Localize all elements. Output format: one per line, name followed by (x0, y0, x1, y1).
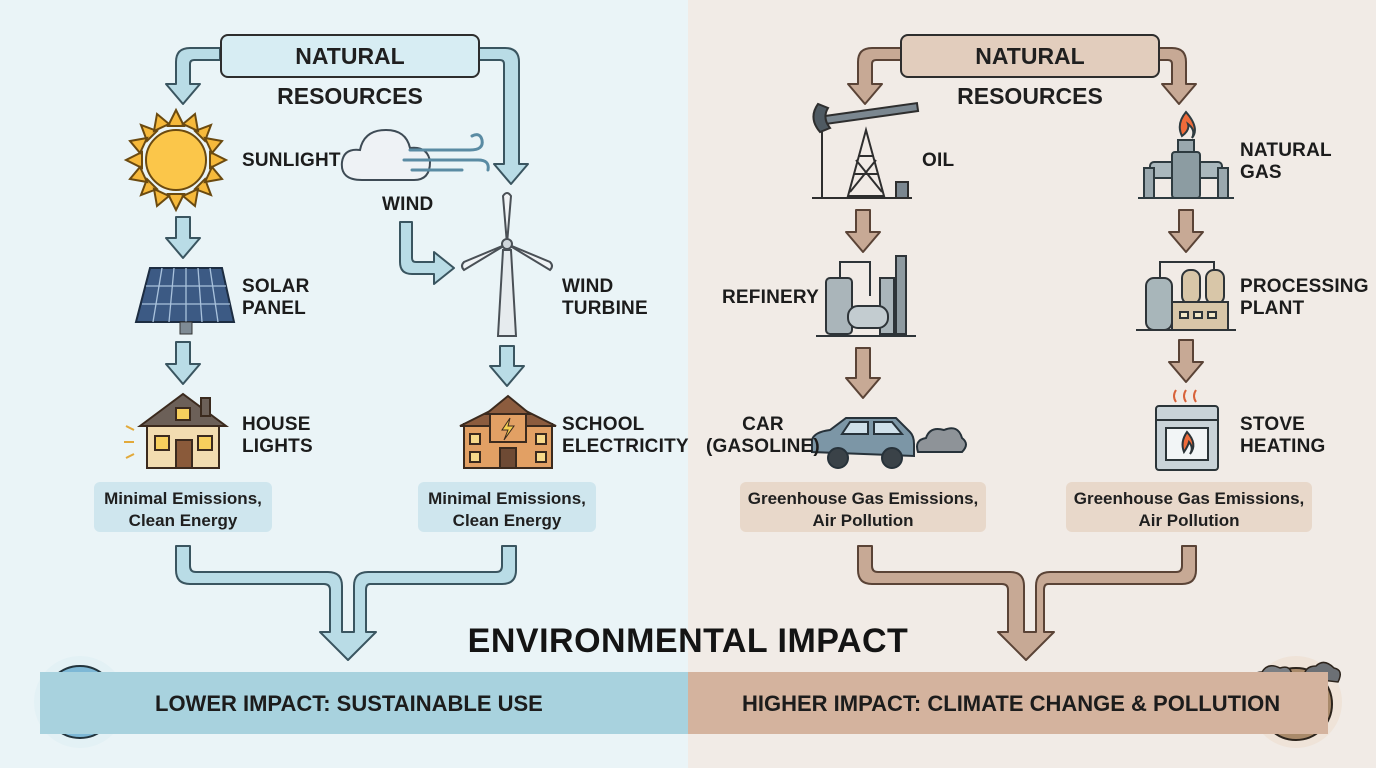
wind-turbine-label: WIND TURBINE (562, 276, 648, 320)
house-lights-label-line1: HOUSE (242, 414, 311, 435)
outcome-box-right-2: Greenhouse Gas Emissions, Air Pollution (1066, 482, 1312, 532)
wind-turbine-label-line2: TURBINE (562, 298, 648, 319)
outcome-line2: Air Pollution (812, 511, 914, 530)
outcome-box-right-1: Greenhouse Gas Emissions, Air Pollution (740, 482, 986, 532)
solar-panel-label-line1: SOLAR (242, 276, 310, 297)
natural-gas-label: NATURAL GAS (1240, 140, 1332, 184)
outcome-line1: Minimal Emissions, (104, 489, 262, 508)
lower-impact-text: LOWER IMPACT: SUSTAINABLE USE (155, 691, 543, 716)
solar-panel-label-line2: PANEL (242, 298, 306, 319)
solar-panel-icon (134, 267, 236, 335)
stove-heating-label-line1: STOVE (1240, 414, 1306, 435)
stove-heating-label-line2: HEATING (1240, 436, 1326, 457)
left-flow-arrows (165, 47, 529, 661)
refinery-label: REFINERY (722, 287, 819, 308)
car-label: CAR (GASOLINE) (706, 414, 820, 458)
school-icon (459, 394, 557, 469)
outcome-line2: Clean Energy (452, 511, 562, 530)
house-icon (124, 392, 230, 469)
gas-pipe-icon (1138, 110, 1234, 199)
natural-gas-label-line2: GAS (1240, 162, 1282, 183)
wind-turbine-label-line1: WIND (562, 276, 614, 297)
refinery-icon (816, 255, 916, 337)
school-electricity-label-line1: SCHOOL (562, 414, 645, 435)
processing-plant-label: PROCESSING PLANT (1240, 276, 1369, 320)
higher-impact-text: HIGHER IMPACT: CLIMATE CHANGE & POLLUTIO… (742, 691, 1281, 716)
natural-resources-label-left: NATURAL RESOURCES (220, 34, 480, 109)
oil-label: OIL (922, 150, 955, 171)
house-lights-label: HOUSE LIGHTS (242, 414, 313, 458)
school-electricity-label-line2: ELECTRICITY (562, 436, 689, 457)
natural-resources-label-right: NATURAL RESOURCES (900, 34, 1160, 109)
school-electricity-label: SCHOOL ELECTRICITY (562, 414, 689, 458)
diagram-title: ENVIRONMENTAL IMPACT (467, 622, 909, 660)
outcome-line1: Minimal Emissions, (428, 489, 586, 508)
car-label-line1: CAR (742, 414, 784, 435)
stove-heating-label: STOVE HEATING (1240, 414, 1326, 458)
outcome-line2: Air Pollution (1138, 511, 1240, 530)
sun-icon (123, 107, 229, 213)
solar-panel-label: SOLAR PANEL (242, 276, 310, 320)
house-lights-label-line2: LIGHTS (242, 436, 313, 457)
processing-plant-icon (1136, 261, 1236, 331)
car-icon (811, 417, 967, 469)
outcome-line1: Greenhouse Gas Emissions, (747, 489, 979, 508)
right-flow-arrows (845, 47, 1204, 661)
oil-pump-icon (812, 101, 920, 199)
outcome-box-left-2: Minimal Emissions, Clean Energy (418, 482, 596, 532)
wind-turbine-icon (461, 192, 553, 337)
stove-icon (1155, 389, 1219, 471)
higher-impact-band: HIGHER IMPACT: CLIMATE CHANGE & POLLUTIO… (688, 672, 1328, 734)
sunlight-label: SUNLIGHT (242, 150, 341, 171)
cloud-wind-icon (340, 128, 490, 181)
natural-gas-label-line1: NATURAL (1240, 140, 1332, 161)
processing-plant-label-line2: PLANT (1240, 298, 1305, 319)
outcome-box-left-1: Minimal Emissions, Clean Energy (94, 482, 272, 532)
processing-plant-label-line1: PROCESSING (1240, 276, 1369, 297)
outcome-line2: Clean Energy (128, 511, 238, 530)
outcome-line1: Greenhouse Gas Emissions, (1073, 489, 1305, 508)
wind-label: WIND (382, 194, 434, 215)
car-label-line2: (GASOLINE) (706, 436, 820, 457)
lower-impact-band: LOWER IMPACT: SUSTAINABLE USE (40, 672, 688, 734)
